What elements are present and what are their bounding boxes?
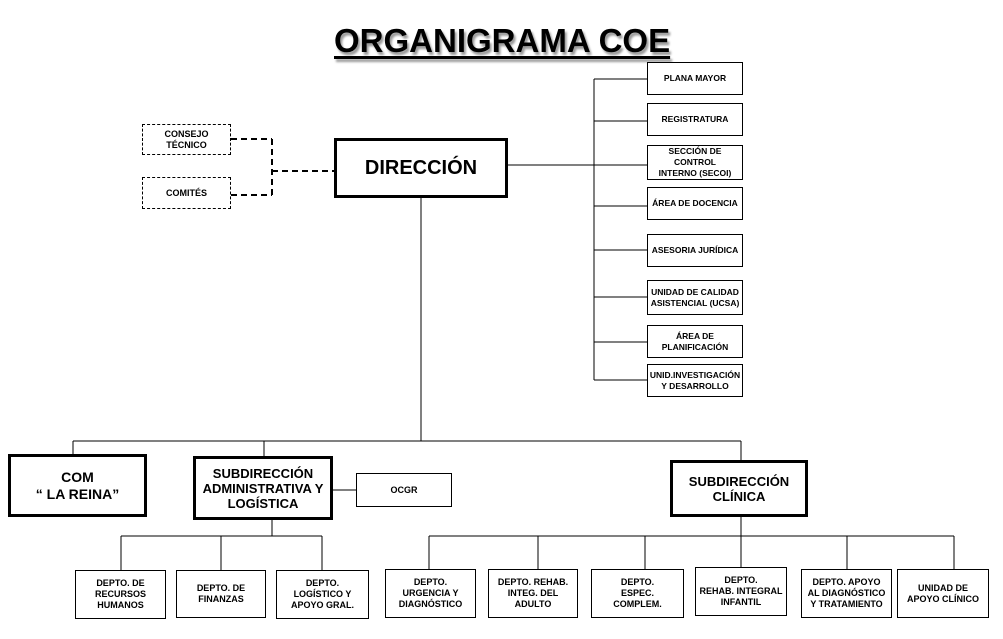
box-depto-finanzas: DEPTO. DE FINANZAS [176, 570, 266, 618]
box-unidad-apoyo-clinico: UNIDAD DE APOYO CLÍNICO [897, 569, 989, 618]
box-direccion: DIRECCIÓN [334, 138, 508, 198]
chart-title: ORGANIGRAMA COE [334, 22, 671, 59]
box-investigacion-desarrollo: UNID.INVESTIGACIÓN Y DESARROLLO [647, 364, 743, 397]
box-depto-rehab-adulto: DEPTO. REHAB. INTEG. DEL ADULTO [488, 569, 578, 618]
box-depto-apoyo-diagnostico: DEPTO. APOYO AL DIAGNÓSTICO Y TRATAMIENT… [801, 569, 892, 618]
box-depto-logistico: DEPTO. LOGÍSTICO Y APOYO GRAL. [276, 570, 369, 619]
box-comites: COMITÉS [142, 177, 231, 209]
box-subdireccion-administrativa: SUBDIRECCIÓN ADMINISTRATIVA Y LOGÍSTICA [193, 456, 333, 520]
box-subdireccion-clinica: SUBDIRECCIÓN CLÍNICA [670, 460, 808, 517]
box-depto-recursos-humanos: DEPTO. DE RECURSOS HUMANOS [75, 570, 166, 619]
box-asesoria-juridica: ASESORIA JURÍDICA [647, 234, 743, 267]
box-registratura: REGISTRATURA [647, 103, 743, 136]
box-ocgr: OCGR [356, 473, 452, 507]
box-depto-rehab-infantil: DEPTO. REHAB. INTEGRAL INFANTIL [695, 567, 787, 616]
box-ucsa: UNIDAD DE CALIDAD ASISTENCIAL (UCSA) [647, 280, 743, 315]
box-area-docencia: ÁREA DE DOCENCIA [647, 187, 743, 220]
box-area-planificacion: ÁREA DE PLANIFICACIÓN [647, 325, 743, 358]
box-secoi: SECCIÓN DE CONTROL INTERNO (SECOI) [647, 145, 743, 180]
box-depto-urgencia: DEPTO. URGENCIA Y DIAGNÓSTICO [385, 569, 476, 618]
box-com-la-reina: COM “ LA REINA” [8, 454, 147, 517]
box-depto-espec-complem: DEPTO. ESPEC. COMPLEM. [591, 569, 684, 618]
box-plana-mayor: PLANA MAYOR [647, 62, 743, 95]
box-consejo-tecnico: CONSEJO TÉCNICO [142, 124, 231, 155]
